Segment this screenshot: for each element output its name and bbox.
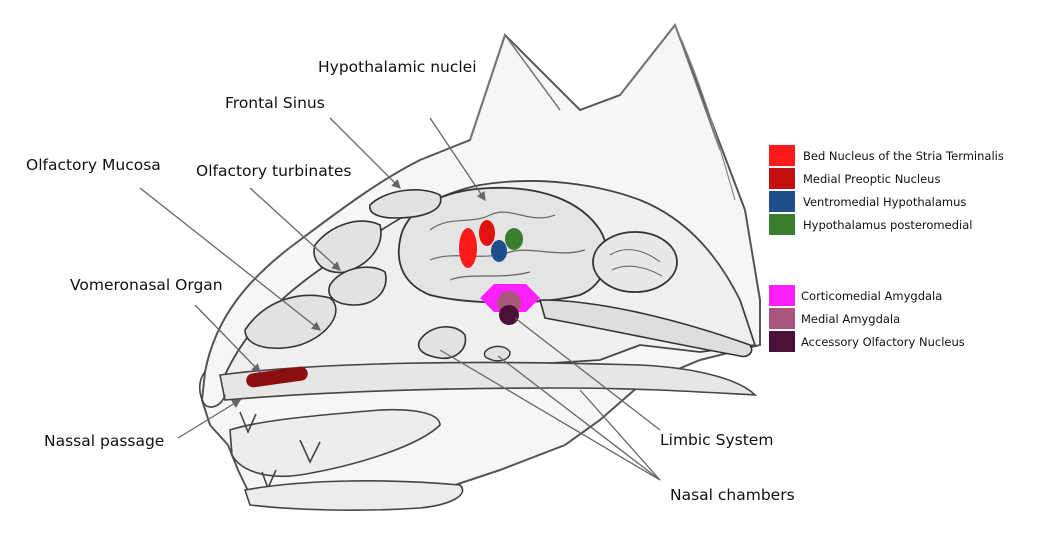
legend-swatch	[769, 168, 795, 189]
label-nasal-passage: Nassal passage	[44, 432, 164, 450]
nasal-chamber-b	[484, 346, 510, 360]
legend-label: Medial Amygdala	[801, 312, 900, 326]
marker-medial-preoptic	[479, 220, 495, 246]
legend-label: Accessory Olfactory Nucleus	[801, 335, 965, 349]
marker-bed-nucleus	[459, 228, 477, 268]
label-olfactory-mucosa: Olfactory Mucosa	[26, 156, 161, 174]
legend-label: Medial Preoptic Nucleus	[803, 172, 940, 186]
legend-swatch	[769, 308, 795, 329]
label-frontal-sinus: Frontal Sinus	[225, 94, 325, 112]
legend-label: Ventromedial Hypothalamus	[803, 195, 966, 209]
tongue-shape	[245, 481, 463, 510]
label-vomeronasal-organ: Vomeronasal Organ	[70, 276, 223, 294]
legend-label: Corticomedial Amygdala	[801, 289, 942, 303]
marker-posteromedial	[505, 228, 523, 250]
legend-label: Hypothalamus posteromedial	[803, 218, 972, 232]
marker-ventromedial	[491, 240, 507, 262]
label-nasal-chambers: Nasal chambers	[670, 486, 795, 504]
legend-label: Bed Nucleus of the Stria Terminalis	[803, 149, 1004, 163]
legend-swatch	[769, 285, 795, 306]
label-limbic-system: Limbic System	[660, 431, 773, 449]
marker-accessory-olfactory	[499, 305, 519, 325]
label-hypothalamic-nuclei: Hypothalamic nuclei	[318, 58, 477, 76]
legend-swatch	[769, 145, 795, 166]
legend-swatch	[769, 331, 795, 352]
legend-swatch	[769, 191, 795, 212]
brain-cerebellum	[593, 232, 677, 292]
label-olfactory-turbinates: Olfactory turbinates	[196, 162, 351, 180]
legend-swatch	[769, 214, 795, 235]
